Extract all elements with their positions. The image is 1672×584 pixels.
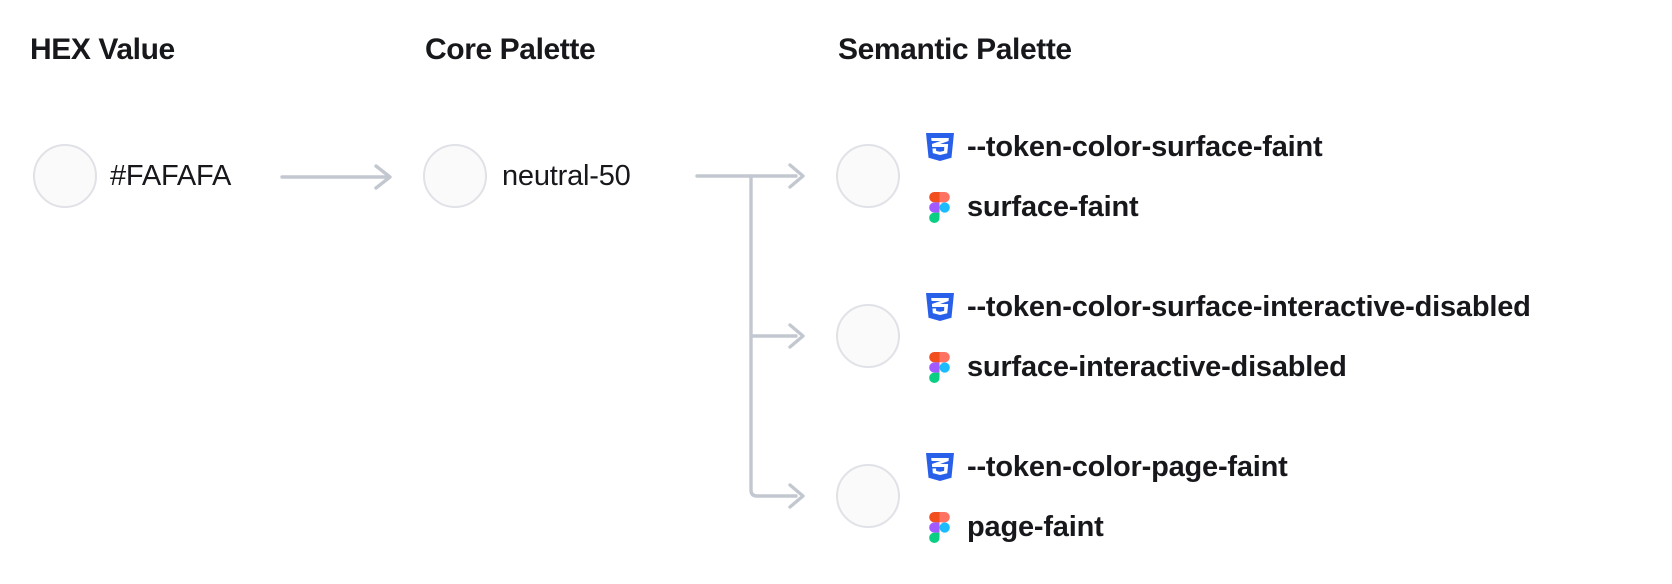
- hex-color-swatch: [33, 144, 97, 208]
- css3-shield-icon: [926, 451, 954, 483]
- core-color-swatch: [423, 144, 487, 208]
- figma-token-line: page-faint: [929, 511, 1104, 543]
- arrowhead-hex-to-core: [374, 164, 392, 190]
- semantic-palette-header: Semantic Palette: [838, 33, 1072, 66]
- arrowhead-row2: [788, 323, 805, 349]
- css-token-label: --token-color-surface-faint: [967, 130, 1323, 163]
- css3-shield-icon: [926, 131, 954, 163]
- css-token-label: --token-color-page-faint: [967, 450, 1288, 483]
- semantic-row: --token-color-surface-faint surface-fain…: [836, 112, 1666, 240]
- figma-token-label: page-faint: [967, 511, 1104, 543]
- semantic-color-swatch: [836, 464, 900, 528]
- css-token-line: --token-color-surface-interactive-disabl…: [926, 291, 1531, 323]
- figma-logo-icon: [929, 192, 950, 223]
- core-palette-label: neutral-50: [502, 159, 631, 192]
- semantic-row: --token-color-page-faint page-faint: [836, 432, 1666, 560]
- figma-token-line: surface-interactive-disabled: [929, 351, 1347, 383]
- arrowhead-row3: [788, 483, 805, 509]
- css-token-line: --token-color-page-faint: [926, 451, 1288, 483]
- core-palette-header: Core Palette: [425, 33, 596, 66]
- arrowhead-row1: [788, 163, 805, 189]
- css-token-line: --token-color-surface-faint: [926, 131, 1323, 163]
- css-token-label: --token-color-surface-interactive-disabl…: [967, 290, 1531, 323]
- figma-logo-icon: [929, 512, 950, 543]
- semantic-color-swatch: [836, 304, 900, 368]
- figma-token-label: surface-faint: [967, 191, 1139, 223]
- hex-value-header: HEX Value: [30, 33, 175, 66]
- hex-value-label: #FAFAFA: [110, 159, 232, 192]
- figma-token-label: surface-interactive-disabled: [967, 351, 1347, 383]
- semantic-row: --token-color-surface-interactive-disabl…: [836, 272, 1666, 400]
- figma-logo-icon: [929, 352, 950, 383]
- figma-token-line: surface-faint: [929, 191, 1139, 223]
- css3-shield-icon: [926, 291, 954, 323]
- branch-vertical: [749, 174, 798, 498]
- semantic-color-swatch: [836, 144, 900, 208]
